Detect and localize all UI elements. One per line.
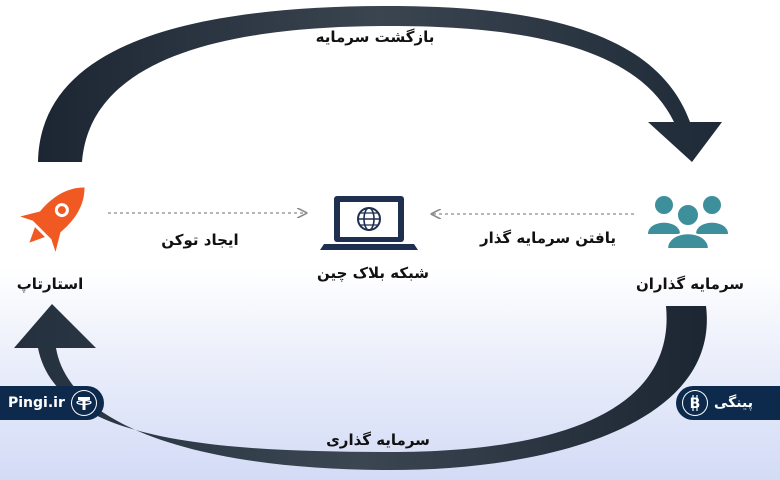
token-creation-label: ایجاد توکن xyxy=(161,231,239,249)
laptop-globe-icon xyxy=(320,196,418,250)
site-url-text: Pingi.ir xyxy=(8,395,65,411)
bitcoin-coin-icon: B xyxy=(682,390,708,416)
brand-name-text: پینگی xyxy=(714,395,753,411)
blockchain-network-label: شبکه بلاک چین xyxy=(317,264,429,282)
investors-label: سرمایه گذاران xyxy=(635,275,745,293)
tether-coin-icon xyxy=(70,390,97,416)
find-investor-label: یافتن سرمایه گذار xyxy=(479,229,617,247)
investment-label: سرمایه گذاری xyxy=(326,431,430,449)
svg-text:B: B xyxy=(690,396,701,412)
people-group-icon xyxy=(648,196,728,250)
startup-label: استارتاپ xyxy=(16,275,84,293)
rocket-icon xyxy=(20,187,85,252)
return-on-investment-label: بازگشت سرمایه xyxy=(315,28,435,46)
pingi-brand-badge[interactable]: B پینگی xyxy=(676,386,780,420)
pingi-website-badge[interactable]: Pingi.ir xyxy=(0,386,104,420)
